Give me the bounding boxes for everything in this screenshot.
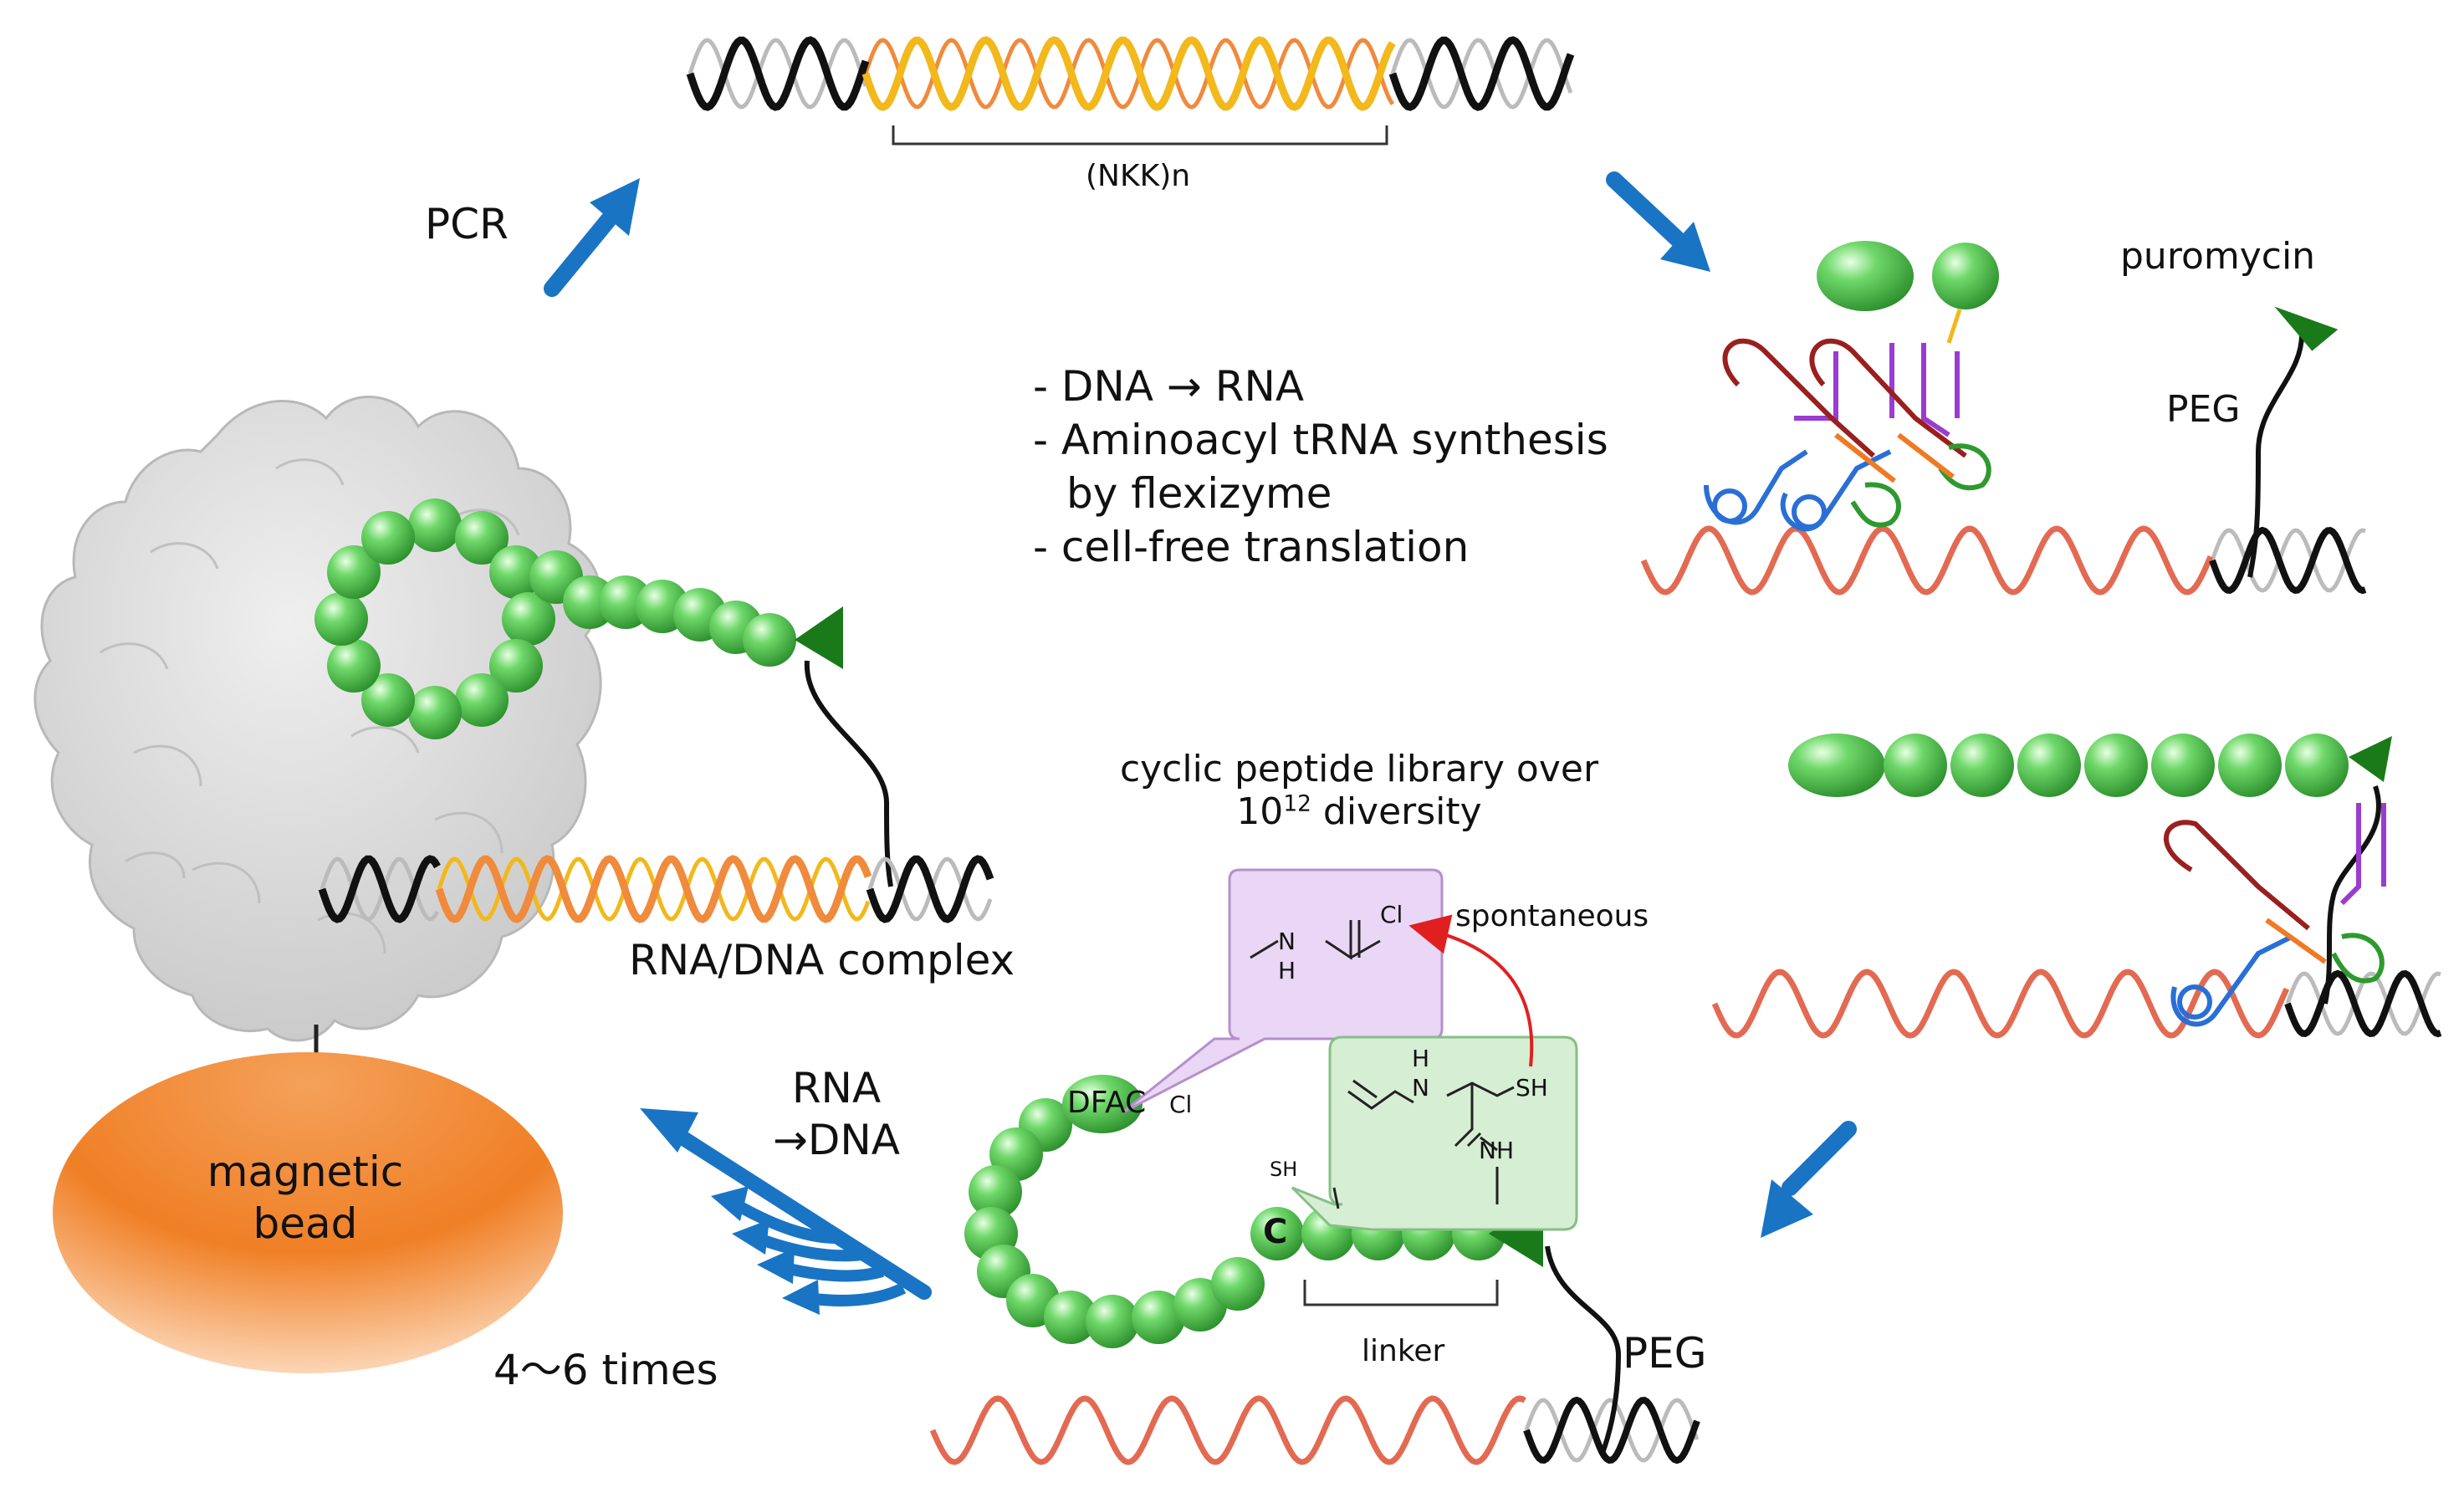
amino-acid-bead — [969, 1165, 1022, 1219]
translation-arrow — [1761, 1121, 1857, 1238]
amino-acid-bead — [2151, 734, 2215, 797]
amino-acid-bead — [455, 672, 509, 727]
mrna-strand — [1711, 969, 2290, 1039]
library-label-line2: 1012 diversity — [1236, 790, 1482, 833]
amino-acid-bead — [488, 639, 543, 693]
rna-dna-complex-label: RNA/DNA complex — [629, 936, 1015, 984]
cyclization-complex — [929, 868, 1700, 1465]
dna-front-strand — [2284, 969, 2442, 1038]
mrna-strand — [1640, 525, 2214, 596]
translation-complex — [1640, 241, 2367, 596]
left-peg-linker — [804, 660, 893, 887]
amino-acid-bead — [1950, 734, 2014, 797]
step-item: - Aminoacyl tRNA synthesis — [1033, 416, 1608, 464]
chem-cl-label: Cl — [1380, 901, 1403, 928]
dna-front-strand — [318, 855, 441, 923]
dna-front-strand — [435, 855, 872, 923]
amino-acid-bead — [2285, 734, 2349, 797]
dna-back-strand — [437, 856, 871, 922]
magnetic-bead — [53, 1052, 563, 1373]
chem-h-label: H — [1278, 957, 1296, 984]
step-item: - cell-free translation — [1033, 523, 1470, 571]
amino-acid-bead — [1044, 1291, 1097, 1344]
amino-acid-bead — [455, 511, 509, 565]
rna-to-dna-line1: RNA — [791, 1064, 882, 1112]
step-item: - DNA → RNA — [1033, 362, 1305, 411]
amino-acid-bead — [361, 511, 415, 565]
chem-green-h-label: H — [1412, 1045, 1430, 1072]
chem-sh-label: SH — [1516, 1074, 1548, 1102]
target-protein — [33, 396, 602, 1042]
amino-acid-bead — [1211, 1257, 1265, 1311]
amino-acid-bead — [743, 613, 796, 667]
repeat-times-label: 4～6 times — [493, 1346, 718, 1394]
translated-peptide-complex — [1711, 734, 2442, 1039]
nkk-label: (NKK)n — [1086, 159, 1191, 193]
amino-acid-bead — [2084, 734, 2148, 797]
amino-acid-bead — [1788, 734, 1885, 797]
dna-back-strand — [320, 856, 440, 922]
amino-acid-bead — [1250, 1207, 1304, 1260]
amino-acid-bead — [314, 592, 368, 646]
chem-sh-small-label: SH — [1270, 1158, 1298, 1181]
library-label-line1: cyclic peptide library over — [1119, 748, 1599, 790]
amino-acid-bead — [361, 672, 415, 727]
peg-label-bottom: PEG — [1623, 1329, 1707, 1378]
chem-n-label: N — [1278, 928, 1296, 955]
dfac-label: DFAC — [1067, 1086, 1147, 1120]
amino-acid-bead — [1062, 1075, 1143, 1133]
dna-front-strand — [1523, 1396, 1700, 1465]
peg-label-top: PEG — [2166, 388, 2241, 431]
dna-back-strand — [863, 38, 1395, 110]
amino-acid-bead — [1086, 1295, 1139, 1348]
dna-back-strand — [1390, 38, 1573, 110]
pcr-label: PCR — [425, 200, 509, 248]
pcr-arrow — [544, 178, 640, 297]
nkk-bracket — [892, 125, 1388, 146]
amino-acid-bead — [1132, 1291, 1185, 1344]
left-rna-dna-complex — [318, 855, 994, 923]
step-list: - DNA → RNA - Aminoacyl tRNA synthesis b… — [1033, 360, 1608, 574]
amino-acid-bead — [502, 592, 555, 646]
dna-front-strand — [861, 36, 1396, 111]
dna-back-strand — [688, 38, 868, 110]
mrna-strand — [929, 1395, 1526, 1465]
top-dna-duplex — [686, 36, 1575, 111]
left-puromycin-marker — [795, 606, 843, 669]
rna-to-dna-label: RNA →DNA — [753, 1062, 920, 1166]
cysteine-label: C — [1263, 1213, 1288, 1251]
step-item: by flexizyme — [1066, 469, 1332, 518]
bound-cyclic-peptide — [314, 498, 796, 739]
dna-front-strand — [866, 855, 994, 923]
magnetic-bead-label-line2: bead — [253, 1199, 358, 1248]
spontaneous-label: spontaneous — [1455, 899, 1649, 933]
amino-acid-bead — [327, 545, 381, 599]
amino-acid-bead — [2017, 734, 2081, 797]
magnetic-bead-label-line1: magnetic — [207, 1148, 404, 1196]
dna-back-strand — [1524, 1398, 1700, 1463]
library-label: cyclic peptide library over 1012 diversi… — [1066, 748, 1652, 833]
dna-back-strand — [2210, 528, 2366, 593]
dfac-cl-label: Cl — [1169, 1091, 1193, 1118]
puromycin-label: puromycin — [2120, 235, 2316, 278]
rna-to-dna-line2: →DNA — [772, 1116, 900, 1164]
transcription-arrow — [1606, 171, 1710, 272]
chem-green-n-label: N — [1412, 1074, 1429, 1102]
amino-acid-bead — [1884, 734, 1947, 797]
reverse-transcription-arrow — [640, 1108, 932, 1315]
amino-acid-bead — [408, 686, 462, 739]
amino-acid-bead — [408, 498, 462, 552]
amino-acid-bead — [488, 545, 543, 599]
linker-label: linker — [1362, 1334, 1445, 1368]
chem-nh-label: NH — [1479, 1137, 1514, 1164]
magnetic-bead-label: magnetic bead — [176, 1146, 435, 1250]
dna-front-strand — [1388, 36, 1575, 111]
amino-acid-bead — [2218, 734, 2282, 797]
dna-front-strand — [2209, 526, 2367, 595]
dna-front-strand — [686, 36, 870, 111]
amino-acid-bead — [327, 639, 381, 693]
